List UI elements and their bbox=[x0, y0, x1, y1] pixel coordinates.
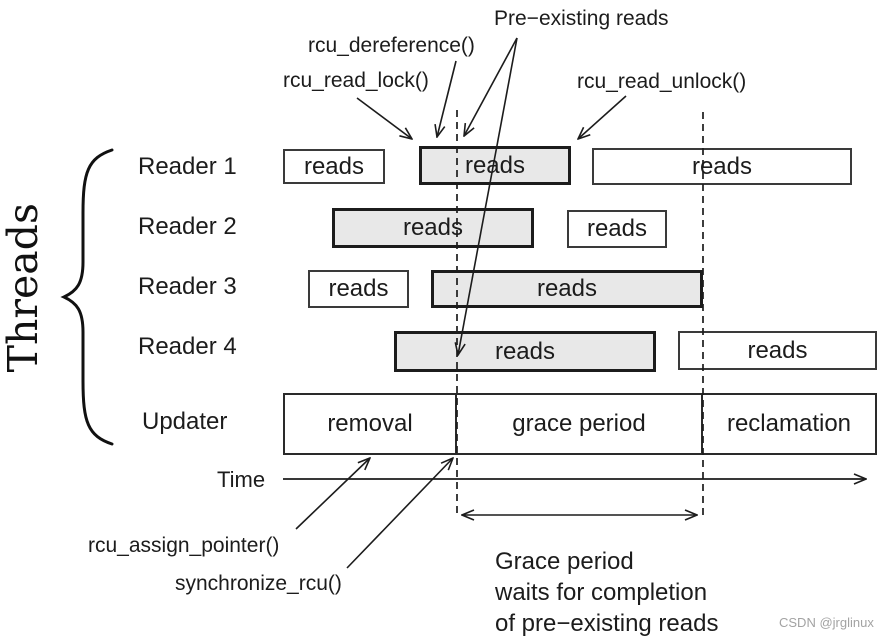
updater-row-label: Updater bbox=[142, 408, 228, 435]
grace-period-note: Grace period waits for completion of pre… bbox=[495, 546, 718, 639]
reads-text: reads bbox=[747, 336, 808, 364]
reader1-reads-box-1: reads bbox=[283, 149, 385, 184]
reads-text: reads bbox=[303, 152, 365, 180]
phase-grace-period-text: grace period bbox=[512, 410, 646, 437]
rcu-dereference-label: rcu_dereference() bbox=[308, 34, 475, 57]
reads-text: reads bbox=[494, 337, 556, 365]
reads-text: reads bbox=[691, 152, 753, 180]
time-axis-label: Time bbox=[217, 467, 266, 492]
pre-existing-reads-label: Pre−existing reads bbox=[494, 7, 669, 30]
reads-text: reads bbox=[586, 215, 648, 242]
rcu-read-unlock-arrow bbox=[578, 95, 627, 139]
reads-text: reads bbox=[328, 275, 389, 302]
reader3-reads-box-1: reads bbox=[308, 270, 409, 308]
phase-removal-text: removal bbox=[327, 410, 413, 437]
reader2-reads-box-1-shaded: reads bbox=[332, 208, 534, 248]
reader4-reads-box-2: reads bbox=[678, 331, 877, 370]
updater-timeline-box: removal grace period reclamation bbox=[283, 393, 877, 455]
threads-axis-label: Threads bbox=[0, 150, 47, 425]
grace-note-line1: Grace period bbox=[495, 548, 634, 575]
phase-grace-period: grace period bbox=[455, 395, 701, 453]
rcu-dereference-arrow bbox=[437, 60, 457, 137]
watermark: CSDN @jrglinux bbox=[779, 615, 874, 630]
rcu-read-lock-label: rcu_read_lock() bbox=[283, 69, 429, 92]
reader4-reads-box-1-shaded: reads bbox=[394, 331, 656, 372]
phase-removal: removal bbox=[285, 395, 455, 453]
synchronize-rcu-arrow bbox=[346, 458, 453, 569]
rcu-read-unlock-label: rcu_read_unlock() bbox=[577, 70, 747, 93]
threads-brace bbox=[60, 148, 114, 446]
reader3-row-label: Reader 3 bbox=[138, 273, 237, 300]
reader1-row-label: Reader 1 bbox=[138, 153, 237, 180]
reader2-row-label: Reader 2 bbox=[138, 213, 237, 240]
pre-existing-reads-arrow-1 bbox=[464, 37, 518, 136]
reader3-reads-box-2-shaded: reads bbox=[431, 270, 703, 308]
rcu-read-lock-arrow bbox=[356, 97, 412, 139]
rcu-assign-pointer-label: rcu_assign_pointer() bbox=[88, 534, 280, 557]
pre-existing-reads-arrow-2 bbox=[458, 37, 518, 355]
phase-reclamation: reclamation bbox=[701, 395, 875, 453]
reader4-row-label: Reader 4 bbox=[138, 333, 237, 360]
grace-note-line3: of pre−existing reads bbox=[495, 610, 719, 637]
reader1-reads-box-3: reads bbox=[592, 148, 852, 185]
synchronize-rcu-label: synchronize_rcu() bbox=[175, 572, 342, 595]
rcu-assign-pointer-arrow bbox=[295, 458, 370, 530]
reads-text: reads bbox=[402, 214, 464, 241]
reader2-reads-box-2: reads bbox=[567, 210, 667, 248]
grace-note-line2: waits for completion bbox=[495, 579, 708, 606]
threads-axis-label-text: Threads bbox=[0, 202, 47, 373]
reads-text: reads bbox=[536, 275, 598, 302]
phase-reclamation-text: reclamation bbox=[726, 410, 852, 437]
